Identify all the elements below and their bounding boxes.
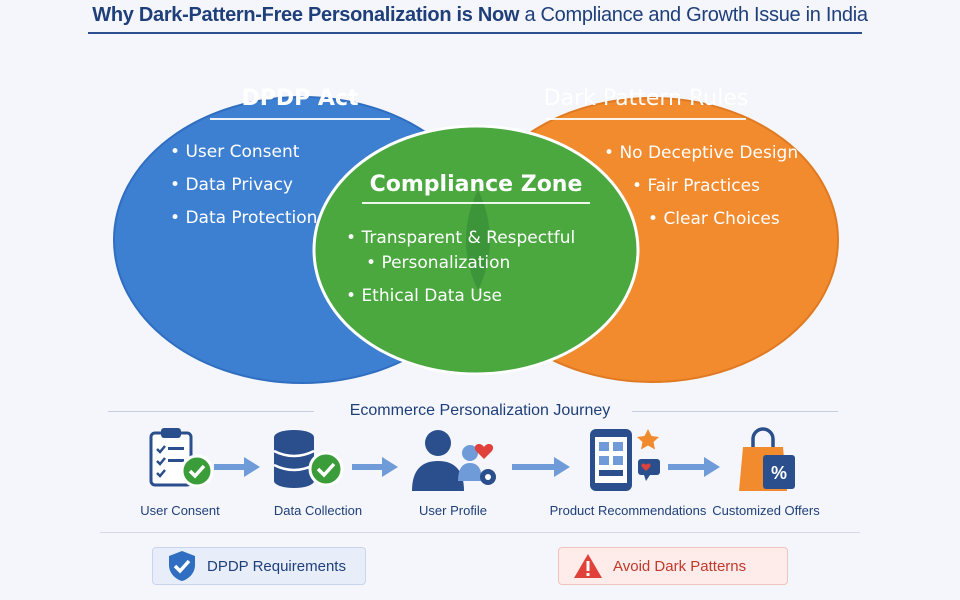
title-divider xyxy=(88,32,862,34)
avoid-dark-patterns-label: Avoid Dark Patterns xyxy=(613,557,747,575)
dark-pattern-bullet: Clear Choices xyxy=(648,209,779,229)
compliance-bullet: Transparent & Respectful xyxy=(346,228,575,248)
dpdp-act-heading: DPDP Act xyxy=(241,86,359,111)
shield-check-icon xyxy=(169,551,195,581)
dark-pattern-rules-heading: Dark Pattern Rules xyxy=(543,86,749,111)
dark-pattern-rules-underline xyxy=(546,118,746,120)
step-label: User Profile xyxy=(419,503,487,518)
journey-step-customized-offers: % Customized Offers xyxy=(712,425,820,518)
dpdp-bullet: Data Protection xyxy=(170,208,317,228)
database-check-icon xyxy=(273,430,344,488)
shopping-bag-percent-icon: % xyxy=(739,427,795,491)
dark-pattern-bullet: No Deceptive Design xyxy=(604,143,798,163)
compliance-zone-underline xyxy=(362,202,590,204)
step-label: User Consent xyxy=(140,503,220,518)
step-label: Product Recommendations xyxy=(549,503,707,518)
step-label: Data Collection xyxy=(273,503,363,518)
dpdp-requirements-badge: DPDP Requirements xyxy=(152,547,366,585)
arrow-icon xyxy=(214,456,262,483)
compliance-zone-heading: Compliance Zone xyxy=(369,172,583,197)
journey-step-data-collection: Data Collection xyxy=(268,425,362,518)
journey-rule-right xyxy=(632,411,838,412)
page-title: Why Dark-Pattern-Free Personalization is… xyxy=(92,4,868,26)
venn-diagram xyxy=(113,96,839,384)
avoid-dark-patterns-badge: Avoid Dark Patterns xyxy=(558,547,788,585)
arrow-icon xyxy=(668,456,722,483)
clipboard-check-icon xyxy=(149,428,214,488)
dpdp-bullet: Data Privacy xyxy=(170,175,293,195)
phone-recommendations-icon xyxy=(590,429,660,491)
compliance-bullet-continuation: Personalization xyxy=(366,253,510,273)
journey-rule-left xyxy=(108,411,314,412)
bottom-divider xyxy=(100,532,860,533)
compliance-bullet: Ethical Data Use xyxy=(346,286,502,306)
journey-step-product-recommendations: Product Recommendations xyxy=(550,425,706,518)
warning-icon xyxy=(574,554,602,578)
dark-pattern-bullet: Fair Practices xyxy=(632,176,760,196)
step-label: Customized Offers xyxy=(712,503,820,518)
dpdp-act-underline xyxy=(210,118,390,120)
arrow-icon xyxy=(512,456,572,483)
svg-text:%: % xyxy=(771,463,787,483)
dpdp-bullet: User Consent xyxy=(170,142,299,162)
journey-title: Ecommerce Personalization Journey xyxy=(349,402,611,419)
dpdp-requirements-label: DPDP Requirements xyxy=(207,557,346,575)
user-profile-icon xyxy=(412,430,496,491)
journey-step-user-consent: User Consent xyxy=(140,425,220,518)
journey-step-user-profile: User Profile xyxy=(408,425,498,518)
arrow-icon xyxy=(352,456,400,483)
